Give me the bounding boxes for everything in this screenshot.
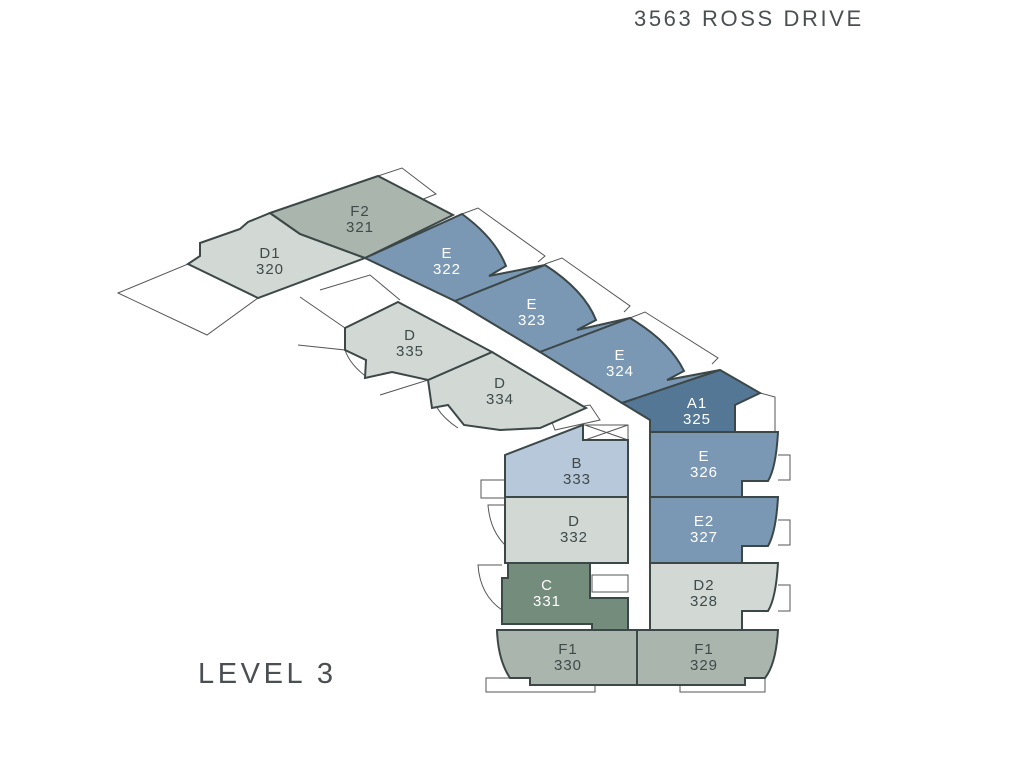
balcony-outline [377,167,438,203]
unit-shape[interactable] [619,368,763,433]
balcony-outline [778,519,791,546]
unit-shape[interactable] [426,350,589,432]
unit-shape[interactable] [636,629,780,686]
units-layer: D1320F2321E322E323E324A1325E326E2327D232… [185,174,780,686]
unit-shape[interactable] [501,562,629,631]
balcony-outlines [116,167,791,693]
unit-shape[interactable] [537,316,721,405]
balcony-outline [759,392,776,432]
balcony-outline [480,479,505,499]
unit-shape[interactable] [504,496,629,564]
balcony-outline [778,454,791,481]
balcony-outline [544,257,631,313]
balcony-outline [591,574,629,593]
balcony-outline [778,584,791,612]
balcony-outline [487,504,506,546]
unit-shape[interactable] [267,174,456,260]
unit-shape[interactable] [344,300,495,382]
unit-shape[interactable] [452,263,631,354]
balcony-outline [319,274,629,441]
unit-shape[interactable] [649,496,780,564]
unit-shape[interactable] [362,212,546,303]
unit-shape[interactable] [504,423,629,498]
level-title: LEVEL 3 [198,658,337,690]
building-address: 3563 ROSS DRIVE [634,6,864,31]
balcony-outline [477,564,503,611]
balcony-outline [461,207,546,263]
unit-shape[interactable] [649,562,780,631]
unit-shape[interactable] [495,629,638,686]
unit-shape[interactable] [649,431,780,498]
balcony-outline [629,311,719,365]
